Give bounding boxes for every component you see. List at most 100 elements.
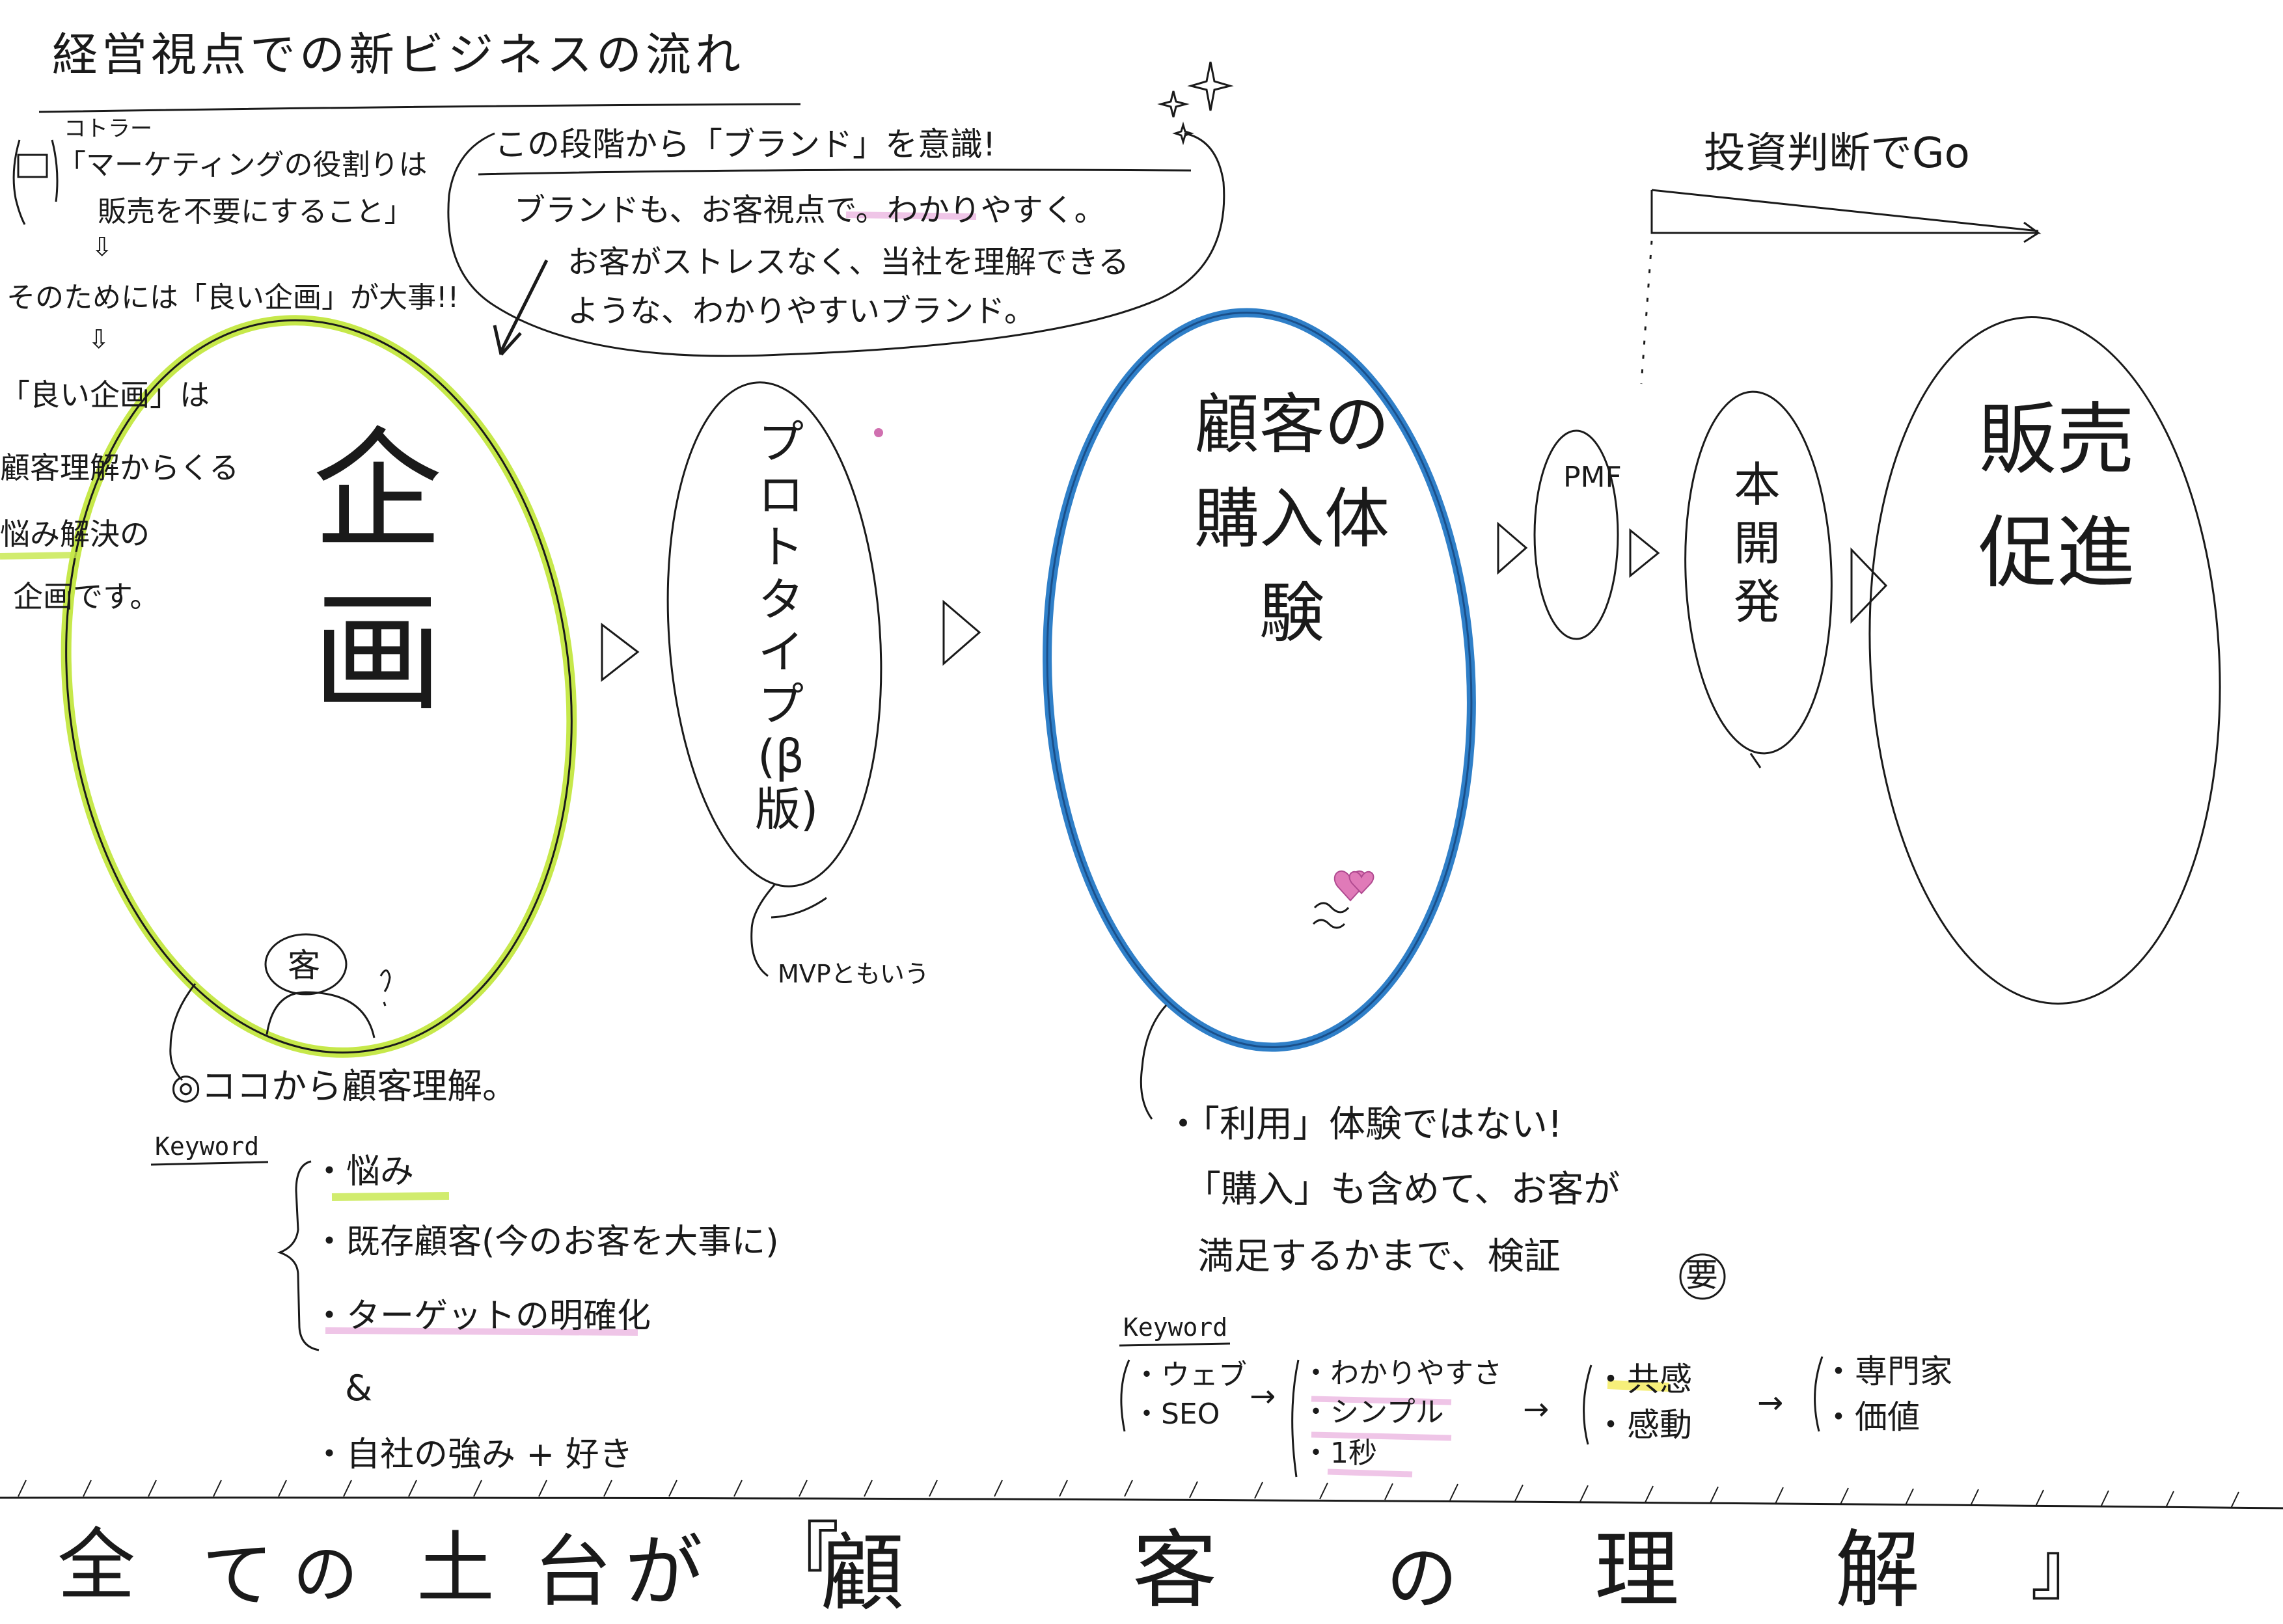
stage-prototype: プロトタイプ(β版) xyxy=(755,416,819,836)
plan-keyword-amp: & xyxy=(345,1368,373,1409)
experience-keyword-label: Keyword xyxy=(1123,1313,1228,1342)
green-marker-nayami xyxy=(331,1192,450,1201)
kw-group2-item1: ・わかりやすさ xyxy=(1302,1357,1502,1390)
stage-pmf: PMF xyxy=(1563,461,1622,494)
footer-char-2: て xyxy=(202,1534,273,1617)
brand-line-2: お客がストレスなく、当社を理解できる xyxy=(567,244,1130,280)
stage-experience: 顧客の購入体験 xyxy=(1194,386,1389,651)
kw-group3-item2: ・感動 xyxy=(1594,1406,1692,1444)
sparkle-icon xyxy=(1187,61,1234,111)
kotler-bubble-left xyxy=(12,139,26,225)
arrow-down-icon: ⇩ xyxy=(91,232,113,262)
brand-pointer-arrowhead xyxy=(493,325,522,356)
experience-note-line-3: 満足するかまで、検証 xyxy=(1197,1236,1561,1278)
arrow-pmf-to-development xyxy=(1629,528,1660,578)
customer-head-icon xyxy=(264,933,348,995)
kotler-quote-line-1: 「マーケティングの役割りは xyxy=(57,148,428,182)
kw-group3-item1: ・共感 xyxy=(1594,1360,1692,1398)
footer-char-8: 顧 xyxy=(820,1524,905,1623)
plan-callout-tail xyxy=(169,983,197,1081)
kotler-face-icon xyxy=(17,154,48,178)
brand-line-3: ような、わかりやすいブランド。 xyxy=(567,293,1036,329)
footer-char-11: 理 xyxy=(1594,1521,1680,1619)
stage-development: 本開発 xyxy=(1733,457,1781,629)
customer-mark-icon xyxy=(379,969,391,1007)
experience-note-circled: 要 xyxy=(1686,1256,1718,1294)
plan-keyword-label: Keyword xyxy=(155,1132,260,1161)
footer-ground-line xyxy=(0,1496,2283,1509)
plan-keyword-2: ・既存顧客(今のお客を大事に) xyxy=(312,1223,779,1262)
plan-keyword-underline xyxy=(150,1161,269,1166)
kotler-tag: コトラー xyxy=(64,116,152,142)
development-outline xyxy=(1684,390,1833,755)
plan-customer-label: 客 xyxy=(288,947,320,984)
emotion-wave-icon xyxy=(1312,902,1350,929)
good-plan-line-2: 顧客理解からくる xyxy=(0,450,239,485)
plan-keyword-1: ・悩み xyxy=(312,1152,415,1191)
brand-pointer-arrow xyxy=(499,259,549,353)
experience-outline xyxy=(1046,312,1473,1048)
plan-keyword-3: ・ターゲットの明確化 xyxy=(312,1297,651,1336)
prototype-callout-tail xyxy=(750,884,776,977)
sparkle-tiny-icon xyxy=(1172,121,1194,146)
investment-wedge xyxy=(1650,189,2042,243)
experience-note-line-1: ・「利用」体験ではない! xyxy=(1165,1103,1563,1146)
stage-plan: 企画 xyxy=(312,415,443,729)
pink-dot xyxy=(874,428,883,437)
experience-callout-tail xyxy=(1140,1004,1168,1120)
plan-outline xyxy=(65,319,573,1054)
beta-bracket xyxy=(771,897,827,919)
footer-char-5: 台 xyxy=(534,1527,612,1617)
footer-char-13: 』 xyxy=(2030,1527,2102,1610)
experience-note-line-2: 「購入」も含めて、お客が xyxy=(1184,1169,1620,1211)
footer-char-7: 『 xyxy=(761,1514,840,1604)
bracket-group-2 xyxy=(1291,1359,1300,1478)
good-plan-line-3: 悩み解決の xyxy=(0,517,150,552)
kw-group1-item2: ・SEO xyxy=(1132,1398,1220,1431)
exp-keyword-underline xyxy=(1119,1342,1231,1347)
kw-group1-item1: ・ウェブ xyxy=(1132,1359,1247,1392)
prototype-note: MVPともいう xyxy=(778,960,929,988)
yo-circle xyxy=(1679,1253,1726,1300)
page-title: 経営視点での新ビジネスの流れ xyxy=(52,28,745,81)
prototype-outline xyxy=(666,381,882,887)
bracket-group-1 xyxy=(1120,1359,1130,1432)
bracket-group-3 xyxy=(1583,1364,1593,1445)
kw-arrow-2: → xyxy=(1523,1391,1550,1428)
kotler-bubble-right xyxy=(51,139,59,202)
kotler-quote-line-2: 販売を不要にすること」 xyxy=(98,195,413,228)
good-plan-line-1: 「良い企画」は xyxy=(0,377,210,413)
investment-dotted-line xyxy=(1640,240,1653,385)
footer-hatch xyxy=(18,1480,2239,1509)
development-tick xyxy=(1749,753,1762,768)
plan-keyword-brace xyxy=(277,1160,320,1351)
footer-char-6: が xyxy=(625,1527,703,1617)
customer-body-icon xyxy=(266,991,376,1038)
kw-arrow-1: → xyxy=(1250,1378,1276,1414)
brand-line-1: ブランドも、お客視点で。わかりやすく。 xyxy=(514,192,1106,228)
plan-note-from-here: ◎ココから顧客理解。 xyxy=(171,1066,518,1107)
footer-char-3: の xyxy=(293,1536,358,1612)
bracket-group-4 xyxy=(1814,1356,1824,1432)
sparkle-small-icon xyxy=(1157,90,1190,118)
pink-marker-keywords xyxy=(1311,1396,1452,1478)
brand-heading-underline xyxy=(478,169,1192,176)
footer-char-1: 全 xyxy=(57,1521,135,1611)
brand-heading: この段階から「ブランド」を意識! xyxy=(495,126,996,163)
pmf-outline xyxy=(1533,429,1619,640)
good-plan-line-4: 企画です。 xyxy=(13,579,160,614)
stage-sales: 販売促進 xyxy=(1978,395,2135,599)
investment-label: 投資判断でGo xyxy=(1704,129,1970,178)
pink-marker-wakari xyxy=(845,211,977,220)
sales-outline xyxy=(1868,316,2221,1005)
kw-group2-item2: ・シンプル xyxy=(1302,1396,1444,1429)
arrow-prototype-to-experience xyxy=(942,599,981,666)
need-plan-note: そのためには「良い企画」が大事!! xyxy=(7,281,459,314)
heart-small-icon xyxy=(1348,871,1374,895)
green-marker-nayami-left xyxy=(0,552,79,560)
title-underline xyxy=(38,103,801,113)
arrow-plan-to-prototype xyxy=(601,622,640,683)
arrow-down-icon-2: ⇩ xyxy=(88,325,110,355)
pink-marker-target xyxy=(325,1327,638,1336)
